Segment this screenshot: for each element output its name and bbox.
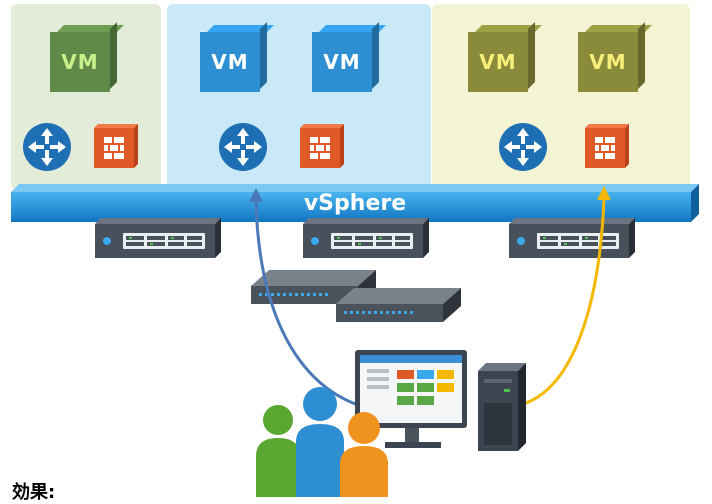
network-switch-icon bbox=[336, 288, 461, 322]
router-icon bbox=[23, 123, 71, 171]
router-icon bbox=[219, 123, 267, 171]
firewall-icon bbox=[94, 124, 138, 168]
firewall-icon bbox=[300, 124, 344, 168]
vsphere-bar: vSphere bbox=[11, 184, 699, 222]
vsphere-label: vSphere bbox=[303, 190, 407, 216]
blue-arrowhead bbox=[249, 188, 263, 202]
vm-icon: VM bbox=[200, 32, 260, 92]
server-icon bbox=[95, 218, 221, 258]
blue-arrow bbox=[254, 199, 359, 407]
monitor-icon bbox=[355, 350, 467, 448]
vm-icon: VM bbox=[312, 32, 372, 92]
caption-text: 効果: bbox=[12, 482, 56, 503]
users-icon bbox=[256, 387, 388, 497]
yellow-arrow bbox=[519, 197, 606, 407]
vm-icon: VM bbox=[578, 32, 638, 92]
vm-icon: VM bbox=[50, 32, 110, 92]
tower-pc-icon bbox=[478, 363, 526, 451]
yellow-arrowhead bbox=[597, 186, 611, 200]
firewall-icon bbox=[585, 124, 629, 168]
server-icon bbox=[303, 218, 429, 258]
vm-icon: VM bbox=[468, 32, 528, 92]
router-icon bbox=[499, 123, 547, 171]
